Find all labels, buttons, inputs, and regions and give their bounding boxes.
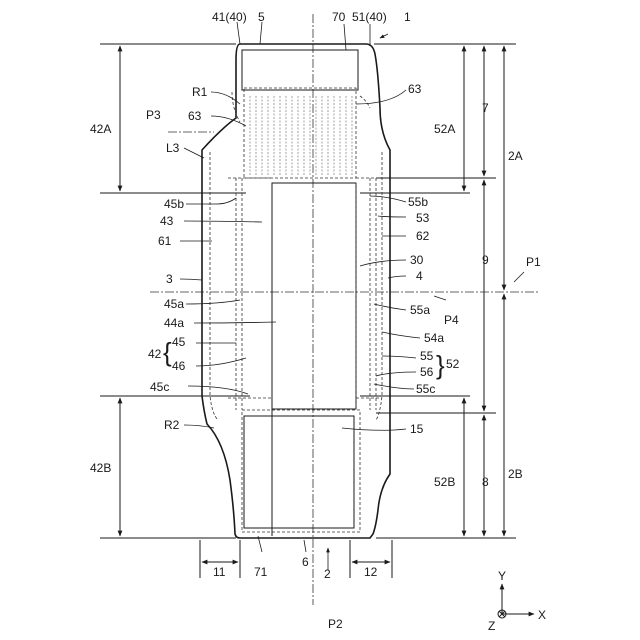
- label-1: 1: [404, 10, 411, 24]
- brace-52: }: [436, 350, 445, 380]
- label-41-40: 41(40): [212, 10, 247, 24]
- label-2a: 2A: [508, 149, 523, 163]
- label-53: 53: [416, 211, 430, 225]
- curve-r1-right: [360, 96, 370, 108]
- axis-label-x: X: [538, 608, 546, 622]
- label-11: 11: [213, 565, 226, 579]
- coordinate-axes: Y X Z: [488, 569, 546, 633]
- label-7: 7: [482, 101, 489, 115]
- label-5: 5: [258, 10, 265, 24]
- label-52: 52: [446, 357, 460, 371]
- brace-42: {: [163, 337, 172, 367]
- label-62: 62: [416, 229, 430, 243]
- label-45: 45: [172, 335, 186, 349]
- axis-label-z: Z: [488, 619, 495, 633]
- rear-pad: [244, 416, 354, 528]
- label-71: 71: [254, 565, 268, 579]
- label-56: 56: [420, 365, 434, 379]
- label-42: 42: [148, 347, 162, 361]
- label-46: 46: [172, 359, 186, 373]
- label-p3: P3: [146, 108, 161, 122]
- label-9: 9: [482, 253, 489, 267]
- label-42b: 42B: [90, 461, 111, 475]
- label-55a: 55a: [410, 303, 430, 317]
- label-42a: 42A: [90, 122, 111, 136]
- label-45b: 45b: [164, 197, 184, 211]
- diaper-outline: [202, 44, 390, 538]
- label-45c: 45c: [150, 380, 169, 394]
- tape-70: [242, 50, 358, 90]
- label-63-right: 63: [408, 82, 422, 96]
- label-8: 8: [482, 475, 489, 489]
- inner-outline-right: [376, 152, 382, 420]
- front-region: [244, 88, 356, 178]
- axis-label-y: Y: [498, 569, 506, 583]
- label-12: 12: [364, 565, 378, 579]
- label-3: 3: [166, 272, 173, 286]
- label-61: 61: [158, 234, 172, 248]
- label-2: 2: [324, 567, 331, 581]
- label-4: 4: [416, 269, 423, 283]
- label-p1: P1: [526, 255, 541, 269]
- label-p4: P4: [444, 313, 459, 327]
- hatched-strip-63: [250, 96, 352, 176]
- label-55c: 55c: [416, 382, 435, 396]
- side-strips: [228, 178, 380, 410]
- label-45a: 45a: [164, 297, 184, 311]
- absorbent-core: [272, 183, 356, 409]
- label-l3: L3: [166, 141, 180, 155]
- label-55b: 55b: [408, 195, 428, 209]
- label-51-40: 51(40): [352, 10, 387, 24]
- label-2b: 2B: [508, 467, 523, 481]
- label-r2: R2: [164, 418, 180, 432]
- label-r1: R1: [192, 85, 208, 99]
- label-30: 30: [410, 253, 424, 267]
- label-70: 70: [332, 10, 346, 24]
- inner-outline-left: [210, 152, 218, 420]
- label-43: 43: [160, 214, 174, 228]
- label-52a: 52A: [434, 122, 455, 136]
- label-6: 6: [302, 555, 309, 569]
- label-15: 15: [410, 422, 424, 436]
- label-54a: 54a: [424, 331, 444, 345]
- label-44a: 44a: [164, 316, 184, 330]
- label-p2: P2: [328, 617, 343, 631]
- label-52b: 52B: [434, 475, 455, 489]
- label-55: 55: [420, 349, 434, 363]
- label-63-left: 63: [188, 109, 202, 123]
